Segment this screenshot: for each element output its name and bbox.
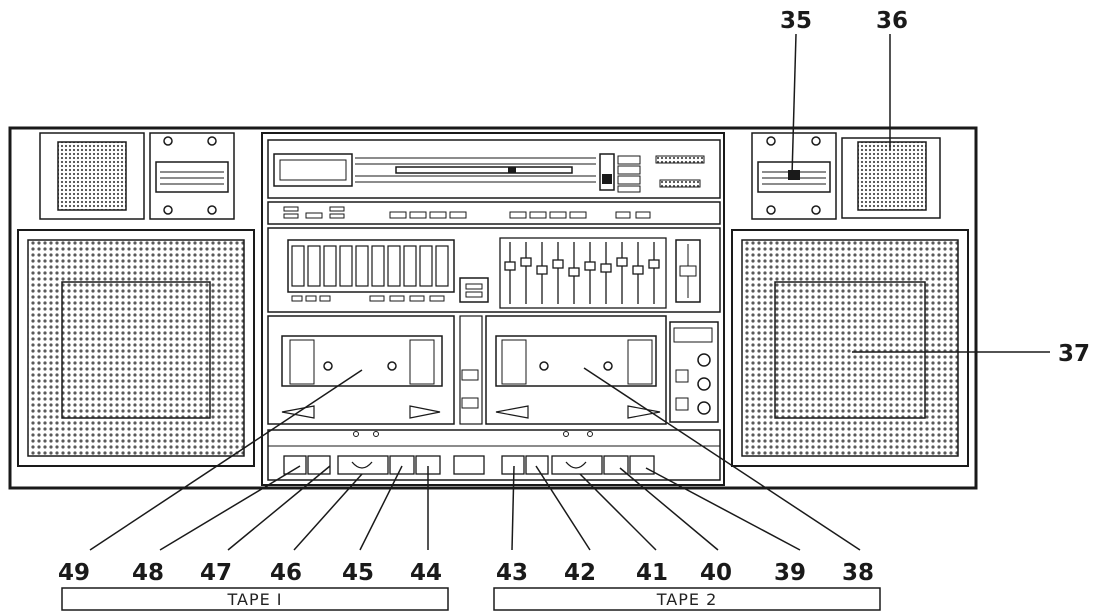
right-speaker-section (731, 132, 969, 467)
eq-sliders (499, 237, 667, 309)
left-handle-mount (155, 161, 229, 193)
callout-38: 38 (842, 560, 874, 586)
balance-slider (675, 239, 701, 303)
transport-key-row (267, 429, 721, 481)
callout-36: 36 (876, 8, 908, 34)
level-meter (287, 239, 455, 293)
callout-numbers: 35 36 37 38 39 40 41 42 43 44 45 46 47 4… (58, 8, 1090, 586)
equalizer-panel (267, 227, 721, 313)
callout-39: 39 (774, 560, 806, 586)
callout-44: 44 (410, 560, 442, 586)
tape1-transport-keys (283, 455, 441, 475)
tuning-dial (395, 166, 573, 174)
callout-37: 37 (1058, 341, 1090, 367)
right-handle-mount (757, 161, 831, 193)
boombox-body (8, 126, 978, 490)
tape2-label: TAPE 2 (656, 590, 718, 609)
function-button-strip (267, 201, 721, 225)
tape2-deck (485, 315, 667, 425)
callout-41: 41 (636, 560, 668, 586)
tape1-label: TAPE I (226, 590, 282, 609)
callout-48: 48 (132, 560, 164, 586)
tape1-label-box (61, 587, 449, 611)
leader-lines (89, 33, 1050, 551)
center-unit (261, 132, 725, 486)
callout-42: 42 (564, 560, 596, 586)
left-speaker-section (17, 132, 255, 467)
left-woofer-grille (27, 239, 245, 457)
callout-35: 35 (780, 8, 812, 34)
callout-47: 47 (200, 560, 232, 586)
display-window (273, 153, 353, 187)
tape1-deck (267, 315, 455, 425)
callout-40: 40 (700, 560, 732, 586)
tape2-label-box (493, 587, 881, 611)
callout-46: 46 (270, 560, 302, 586)
tuner-panel (267, 139, 721, 199)
right-woofer-grille (741, 239, 959, 457)
tape-label-boxes: TAPE I TAPE 2 (61, 587, 881, 611)
callout-43: 43 (496, 560, 528, 586)
callout-49: 49 (58, 560, 90, 586)
left-tweeter (57, 141, 127, 211)
callout-45: 45 (342, 560, 374, 586)
tape2-transport-keys (501, 455, 655, 475)
right-tweeter (857, 141, 927, 211)
